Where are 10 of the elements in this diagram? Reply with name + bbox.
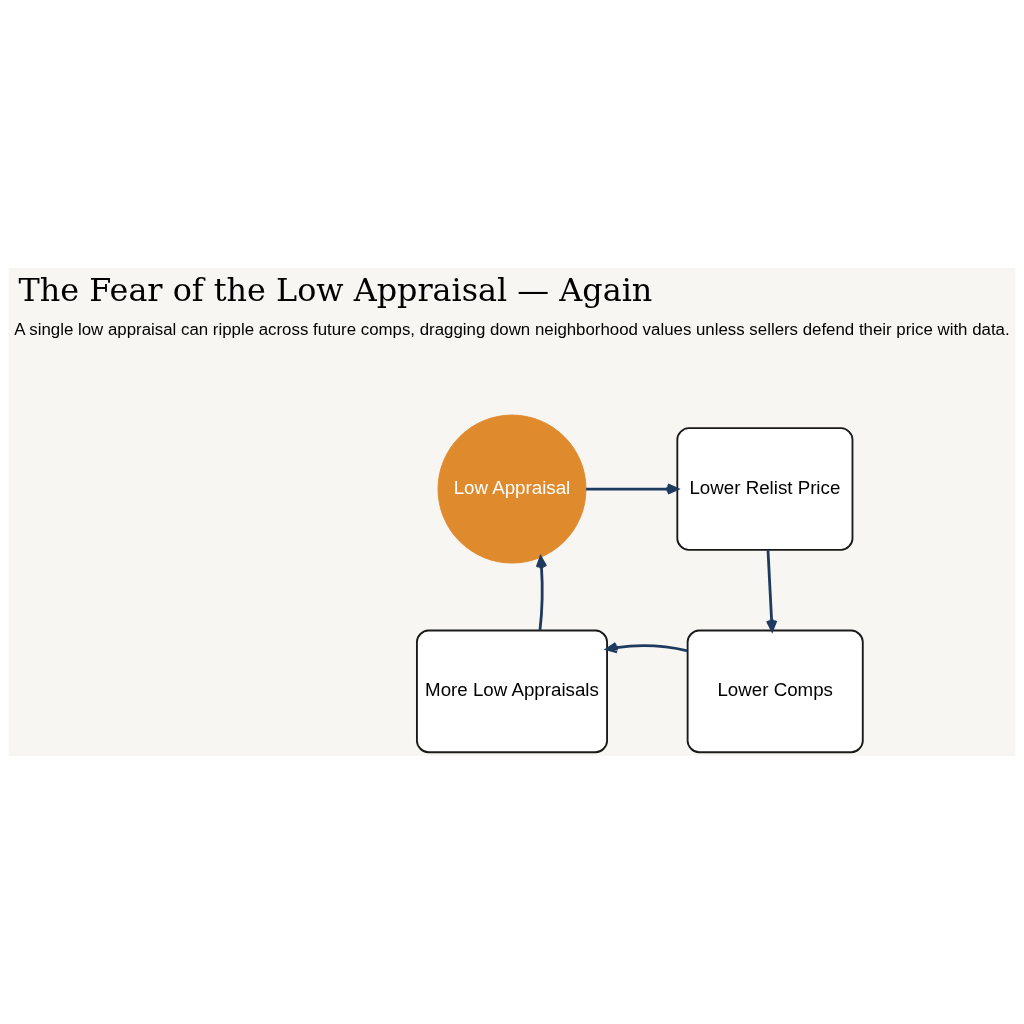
label: A single low appraisal can ripple across future comps, dragging down neighborhood values unless sellers defend their price with data. [14,319,1010,339]
arrow [766,550,778,632]
diagram-title: The Fear of the Low Appraisal — Again [18,270,653,309]
node-box: Lower Comps [686,629,864,754]
node-box: Lower Relist Price [676,427,854,551]
node-box: More Low Appraisals [416,629,608,754]
arrow [605,642,688,654]
node-circle: Low Appraisal [437,414,587,564]
arrow [535,555,548,631]
arrow [586,483,679,495]
